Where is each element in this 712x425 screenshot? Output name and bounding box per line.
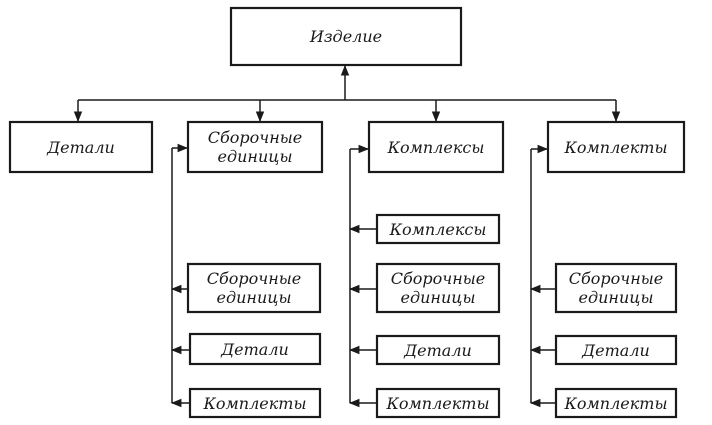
node-kits-label: Комплекты — [564, 138, 668, 157]
node-kits: Комплекты — [546, 120, 686, 174]
node-complexes-child-kits-label: Комплекты — [386, 394, 490, 413]
node-root-label: Изделие — [309, 27, 382, 46]
node-complexes-label: Комплексы — [387, 138, 485, 157]
node-complexes-child-details-label: Детали — [403, 341, 472, 360]
node-kits-child-details-label: Детали — [581, 341, 650, 360]
node-details: Детали — [8, 120, 154, 174]
edges — [73, 64, 621, 408]
node-root: Изделие — [229, 6, 463, 67]
node-kits-child-kits: Комплекты — [554, 387, 678, 419]
node-kits-child-details: Детали — [554, 334, 678, 366]
node-complexes-child-complexes: Комплексы — [375, 213, 501, 245]
node-assembly-child-details-label: Детали — [220, 340, 289, 359]
node-complexes: Комплексы — [367, 120, 505, 174]
node-assembly-child-kits: Комплекты — [188, 387, 322, 419]
node-complexes-child-kits: Комплекты — [375, 387, 501, 419]
node-kits-child-kits-label: Комплекты — [564, 394, 668, 413]
node-details-label: Детали — [46, 138, 115, 157]
node-assembly-child-details: Детали — [188, 332, 322, 366]
node-complexes-child-complexes-label: Комплексы — [389, 220, 487, 239]
node-assembly-child-kits-label: Комплекты — [203, 394, 307, 413]
node-complexes-child-details: Детали — [375, 334, 501, 366]
